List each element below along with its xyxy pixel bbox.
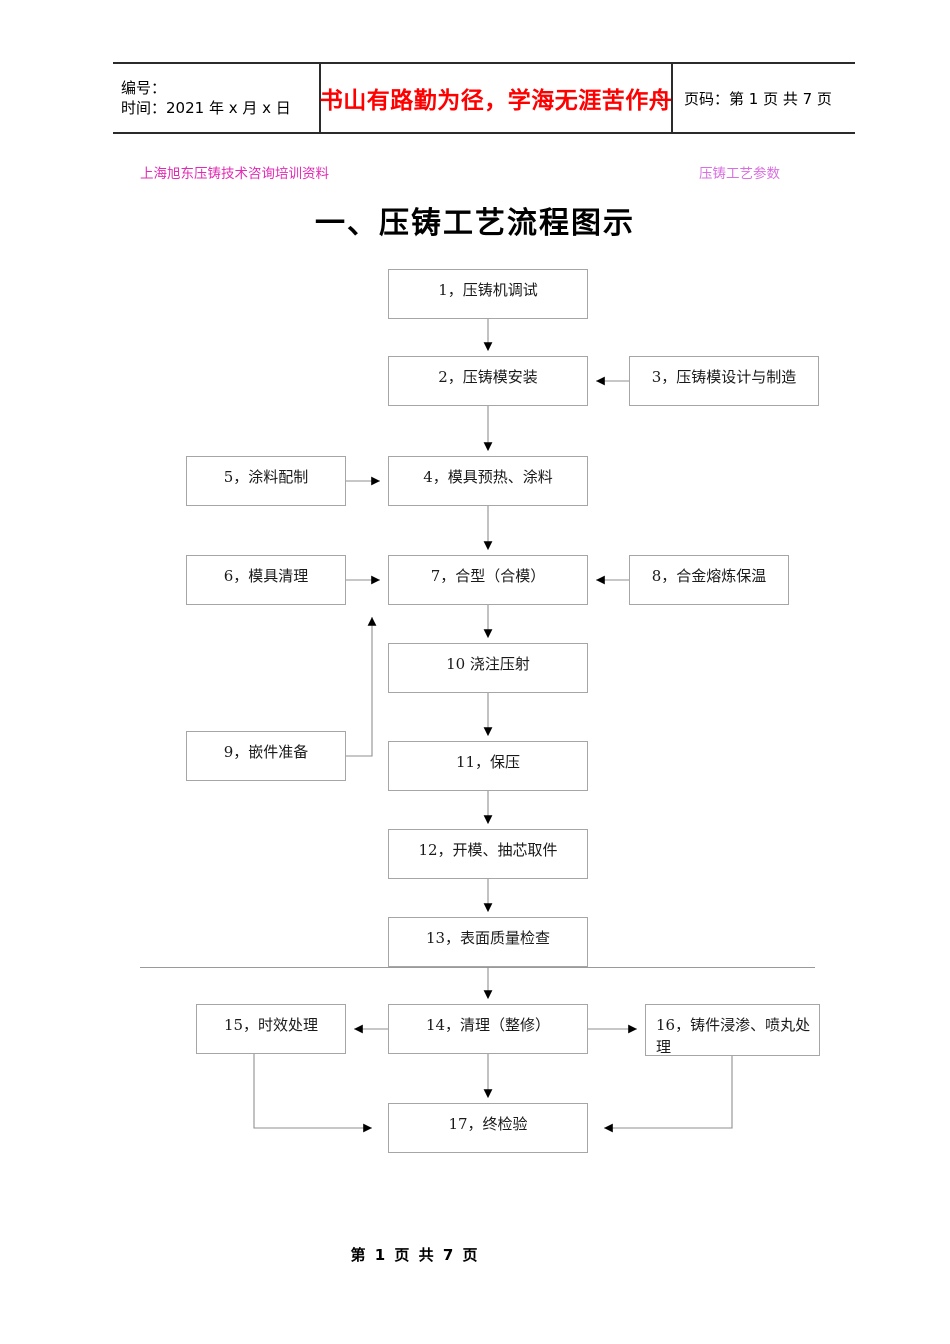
- flow-node-17: 17，终检验: [388, 1103, 588, 1153]
- subheader-left-text: 上海旭东压铸技术咨询培训资料: [140, 166, 329, 182]
- flow-node-15: 15，时效处理: [196, 1004, 346, 1054]
- flow-node-8: 8，合金熔炼保温: [629, 555, 789, 605]
- subheader: 上海旭东压铸技术咨询培训资料 压铸工艺参数: [140, 162, 780, 182]
- flow-node-16: 16，铸件浸渗、喷丸处理: [645, 1004, 820, 1056]
- flow-node-11: 11，保压: [388, 741, 588, 791]
- header-motto: 书山有路勤为径，学海无涯苦作舟: [319, 87, 673, 114]
- flow-node-9: 9，嵌件准备: [186, 731, 346, 781]
- flow-node-10: 10 浇注压射: [388, 643, 588, 693]
- page-footer: 第 1 页 共 7 页: [350, 1246, 480, 1264]
- flow-node-1: 1，压铸机调试: [388, 269, 588, 319]
- flow-node-13: 13，表面质量检查: [388, 917, 588, 967]
- header-page-number: 页码：第 1 页 共 7 页: [684, 89, 832, 108]
- header-table: 编号： 时间：2021 年 x 月 x 日 书山有路勤为径，学海无涯苦作舟 页码…: [113, 62, 855, 134]
- flow-node-5: 5，涂料配制: [186, 456, 346, 506]
- flow-node-12: 12，开模、抽芯取件: [388, 829, 588, 879]
- flow-node-3: 3，压铸模设计与制造: [629, 356, 819, 406]
- header-cell-page: 页码：第 1 页 共 7 页: [673, 64, 855, 132]
- page-title: 一、压铸工艺流程图示: [315, 206, 635, 241]
- flow-node-14: 14，清理（整修）: [388, 1004, 588, 1054]
- flow-node-2: 2，压铸模安装: [388, 356, 588, 406]
- header-cell-motto: 书山有路勤为径，学海无涯苦作舟: [319, 64, 673, 132]
- header-date-label: 时间：2021 年 x 月 x 日: [121, 99, 291, 117]
- flow-node-4: 4，模具预热、涂料: [388, 456, 588, 506]
- section-divider-rule: [140, 967, 815, 968]
- header-code-label: 编号：: [121, 79, 167, 97]
- flow-node-7: 7，合型（合模）: [388, 555, 588, 605]
- flow-node-6: 6，模具清理: [186, 555, 346, 605]
- subheader-right-text: 压铸工艺参数: [699, 166, 780, 182]
- header-cell-code-date: 编号： 时间：2021 年 x 月 x 日: [113, 64, 321, 132]
